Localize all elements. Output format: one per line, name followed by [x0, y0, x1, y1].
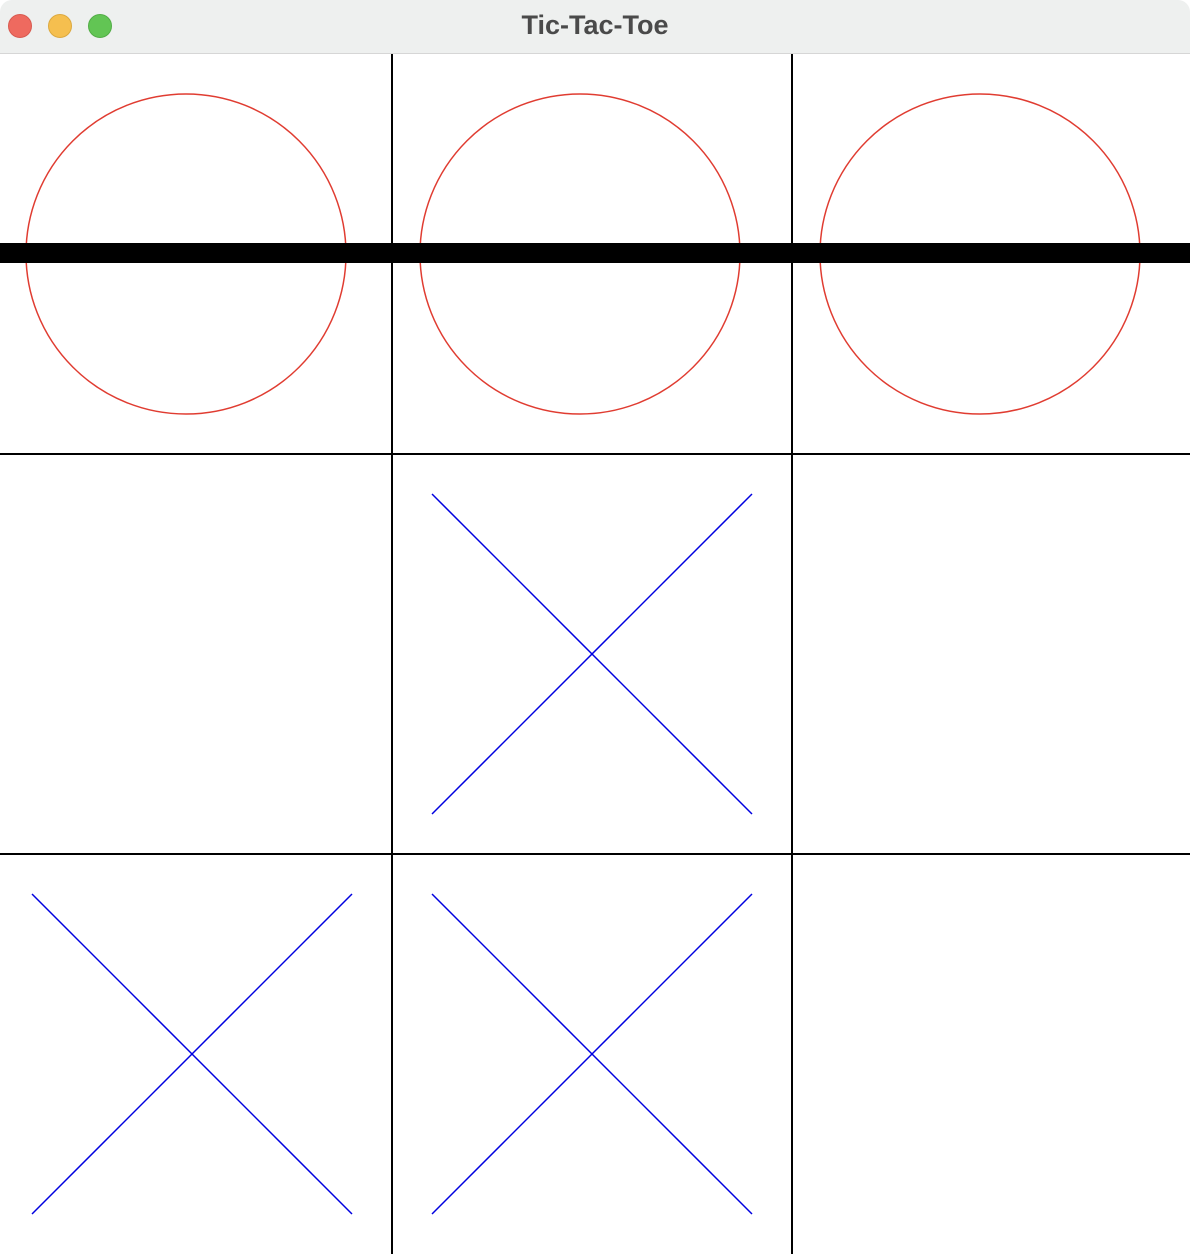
title-bar: Tic-Tac-Toe — [0, 0, 1190, 54]
x-mark-stroke-2-1 — [431, 893, 753, 1215]
window-title: Tic-Tac-Toe — [521, 10, 669, 40]
zoom-window-button[interactable] — [88, 14, 112, 38]
board-cell-1-2[interactable] — [792, 454, 1190, 854]
close-window-button[interactable] — [8, 14, 32, 38]
winning-line — [0, 243, 1190, 263]
minimize-window-button[interactable] — [48, 14, 72, 38]
board-cell-1-0[interactable] — [0, 454, 392, 854]
board-cell-2-0[interactable] — [0, 854, 392, 1254]
board-cell-2-2[interactable] — [792, 854, 1190, 1254]
game-board — [0, 54, 1190, 1254]
x-mark-stroke-1-1 — [431, 493, 753, 815]
board-canvas — [0, 54, 1190, 1254]
x-mark-stroke-2-0 — [31, 893, 353, 1215]
